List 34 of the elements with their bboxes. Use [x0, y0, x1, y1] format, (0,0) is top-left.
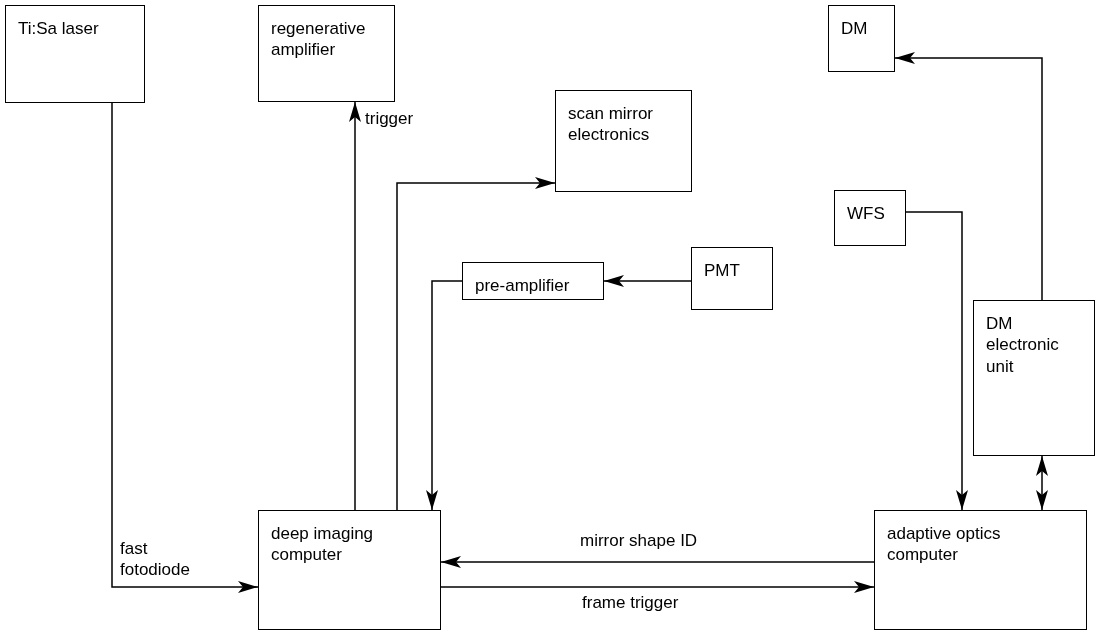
process-box [691, 247, 773, 310]
box-label: adaptive optics computer [887, 523, 1002, 566]
box-label: Ti:Sa laser [18, 18, 100, 40]
process-box [973, 300, 1095, 456]
arrow [349, 101, 361, 511]
arrow [396, 177, 556, 511]
process-box [828, 5, 895, 72]
arrow [905, 211, 968, 511]
process-box [5, 5, 145, 103]
edge-label: fast fotodiode [120, 538, 191, 581]
arrow [440, 581, 875, 593]
box-label: regenerative amplifier [271, 18, 367, 61]
process-box [874, 510, 1087, 630]
box-label: PMT [704, 260, 741, 282]
arrow [426, 280, 463, 511]
edge-label: frame trigger [582, 592, 680, 614]
arrow [111, 102, 259, 593]
edge-label: trigger [365, 108, 415, 130]
box-label: scan mirror electronics [568, 103, 654, 146]
arrow [440, 556, 875, 568]
process-box [258, 5, 395, 102]
process-box [258, 510, 441, 630]
process-box [462, 262, 604, 300]
box-label: DM [841, 18, 869, 40]
arrow [1036, 455, 1048, 511]
box-label: DM electronic unit [986, 313, 1060, 377]
process-box [834, 190, 906, 246]
arrow [603, 275, 692, 287]
edge-label: mirror shape ID [580, 530, 699, 552]
process-box [555, 90, 692, 192]
arrow [894, 52, 1043, 301]
box-label: WFS [847, 203, 886, 225]
box-label: deep imaging computer [271, 523, 375, 566]
box-label: pre-amplifier [475, 275, 571, 297]
